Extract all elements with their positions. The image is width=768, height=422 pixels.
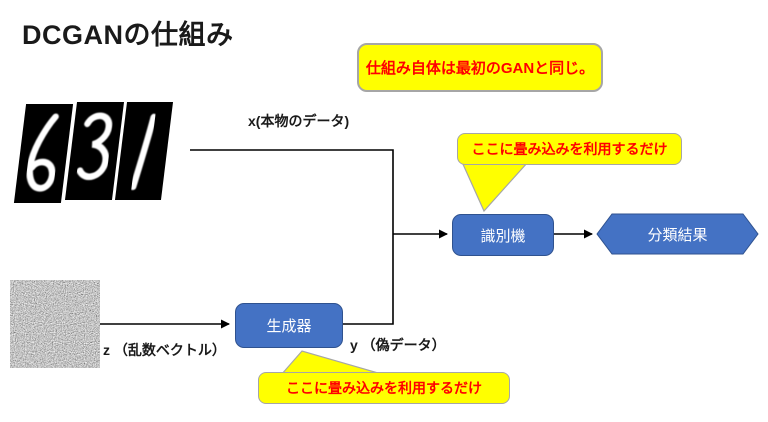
discriminator-callout: ここに畳み込みを利用するだけ — [457, 133, 682, 165]
fake-data-label: y （偽データ） — [350, 337, 446, 353]
noise-vector-label: z （乱数ベクトル） — [103, 342, 226, 358]
discriminator-callout-text: ここに畳み込みを利用するだけ — [471, 141, 668, 157]
generator-callout-text: ここに畳み込みを利用するだけ — [286, 380, 482, 396]
generator-callout: ここに畳み込みを利用するだけ — [258, 372, 510, 404]
page-title: DCGANの仕組み — [22, 20, 234, 50]
generator-node-label: 生成器 — [266, 318, 312, 335]
result-node-label: 分類結果 — [647, 226, 708, 244]
discriminator-node: 識別機 — [452, 214, 554, 256]
generator-node: 生成器 — [235, 303, 343, 348]
real-data-wire — [190, 149, 394, 325]
note-box-gan-same: 仕組み自体は最初のGANと同じ。 — [357, 43, 603, 92]
note-box-text: 仕組み自体は最初のGANと同じ。 — [365, 60, 595, 77]
result-node: 分類結果 — [597, 214, 758, 254]
mnist-digit-6-image — [13, 104, 74, 203]
discriminator-callout-tail — [461, 161, 530, 213]
mnist-digit-1-image — [114, 102, 174, 200]
mnist-digit-3-image — [64, 102, 125, 200]
discriminator-node-label: 識別機 — [480, 227, 526, 245]
real-data-label: x(本物のデータ) — [248, 113, 350, 129]
random-noise-image — [10, 280, 100, 368]
